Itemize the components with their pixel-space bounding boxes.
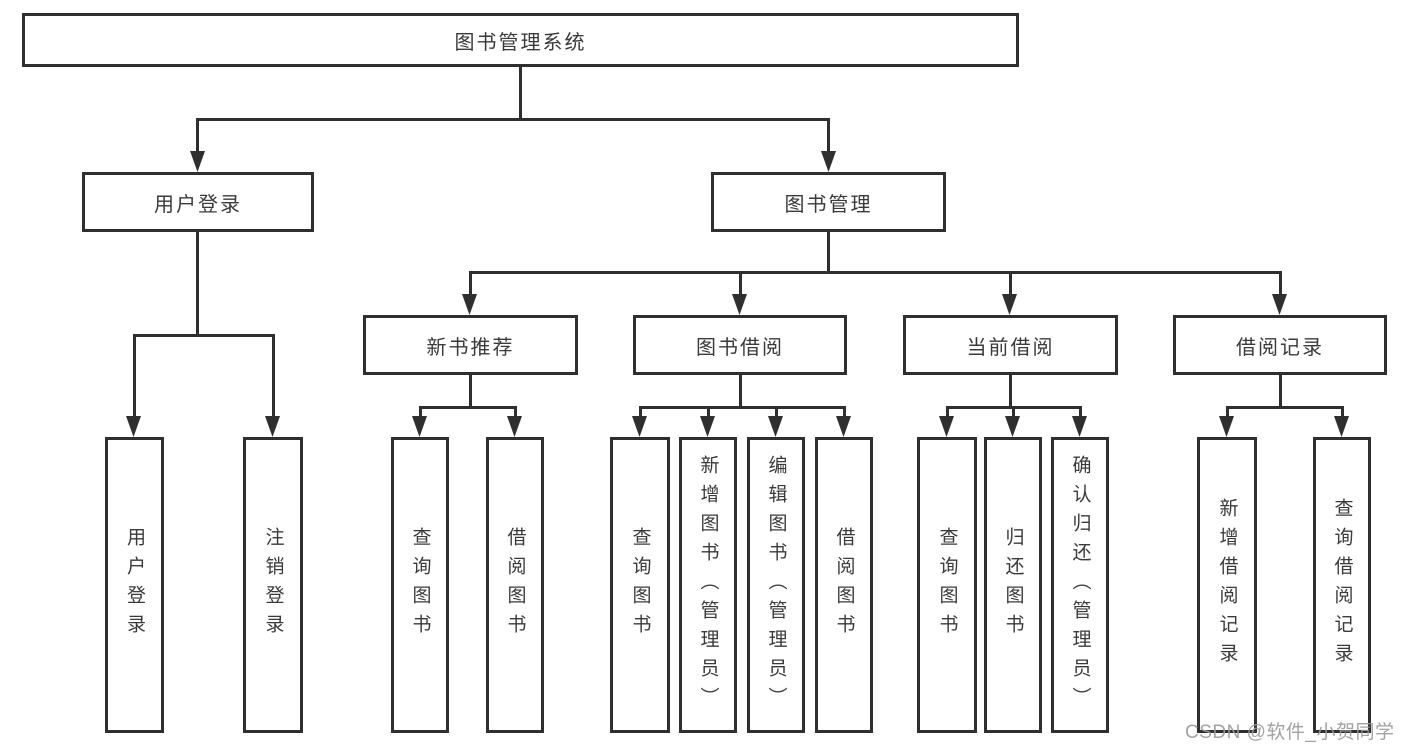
node-new-book-recommend: 新书推荐 bbox=[363, 315, 578, 375]
connector-borrow-records-stem bbox=[1279, 375, 1282, 408]
connector-current-borrow-stem bbox=[1009, 375, 1012, 408]
node-label: 图书借阅 bbox=[696, 336, 784, 359]
connector-drop-leaf-logout bbox=[272, 334, 275, 418]
watermark: CSDN @软件_小贺同学 bbox=[1185, 722, 1395, 743]
leaf-label: 借阅图书 bbox=[504, 527, 526, 643]
connector-book-management-rail bbox=[469, 271, 1282, 274]
arrow-down-icon bbox=[190, 151, 205, 172]
connector-drop-current-borrow bbox=[1009, 271, 1012, 297]
node-book-borrow: 图书借阅 bbox=[633, 315, 847, 375]
connector-new-book-stem bbox=[469, 375, 472, 408]
connector-book-borrow-stem bbox=[739, 375, 742, 408]
arrow-down-icon bbox=[939, 416, 954, 437]
leaf-label: 查询图书 bbox=[629, 527, 651, 643]
connector-drop bbox=[1079, 406, 1082, 418]
arrow-down-icon bbox=[412, 416, 427, 437]
connector-drop-book-management bbox=[827, 118, 830, 154]
arrow-down-icon bbox=[700, 416, 715, 437]
arrow-down-icon bbox=[265, 416, 280, 437]
leaf-label: 查询图书 bbox=[409, 527, 431, 643]
node-label: 新书推荐 bbox=[426, 336, 515, 359]
node-borrow-records: 借阅记录 bbox=[1173, 315, 1387, 375]
arrow-down-icon bbox=[768, 416, 783, 437]
connector-drop bbox=[775, 406, 778, 418]
arrow-down-icon bbox=[1219, 416, 1234, 437]
leaf-logout: 注销登录 bbox=[243, 437, 303, 733]
leaf-add-borrow-record: 新增借阅记录 bbox=[1197, 437, 1257, 733]
leaf-label: 归还图书 bbox=[1002, 527, 1024, 643]
leaf-label: 查询借阅记录 bbox=[1331, 498, 1353, 672]
connector-new-book-rail bbox=[419, 406, 516, 409]
node-label: 用户登录 bbox=[154, 193, 242, 216]
node-label: 图书管理系统 bbox=[454, 31, 587, 54]
node-current-borrow: 当前借阅 bbox=[903, 315, 1118, 375]
leaf-query-books-current: 查询图书 bbox=[917, 437, 977, 733]
connector-drop bbox=[1012, 406, 1015, 418]
connector-drop-borrow-records bbox=[1279, 271, 1282, 297]
arrow-down-icon bbox=[507, 416, 522, 437]
connector-drop bbox=[843, 406, 846, 418]
leaf-label: 编辑图书（管理员） bbox=[765, 454, 787, 716]
connector-drop bbox=[1341, 406, 1344, 418]
node-library-management-system: 图书管理系统 bbox=[22, 13, 1019, 67]
node-label: 图书管理 bbox=[784, 193, 873, 216]
leaf-return-books: 归还图书 bbox=[984, 437, 1042, 733]
arrow-down-icon bbox=[1005, 416, 1020, 437]
arrow-down-icon bbox=[1272, 294, 1287, 315]
arrow-down-icon bbox=[126, 416, 141, 437]
connector-drop bbox=[514, 406, 517, 418]
connector-book-borrow-rail bbox=[639, 406, 845, 409]
connector-root-rail bbox=[196, 118, 830, 121]
leaf-borrow-books-recommend: 借阅图书 bbox=[486, 437, 544, 733]
connector-user-login-rail bbox=[133, 334, 275, 337]
arrow-down-icon bbox=[1334, 416, 1349, 437]
leaf-label: 借阅图书 bbox=[833, 527, 855, 643]
leaf-borrow-books: 借阅图书 bbox=[815, 437, 873, 733]
connector-drop-new-book bbox=[469, 271, 472, 297]
leaf-confirm-return-admin: 确认归还（管理员） bbox=[1051, 437, 1109, 733]
arrow-down-icon bbox=[1002, 294, 1017, 315]
leaf-label: 确认归还（管理员） bbox=[1069, 454, 1091, 716]
leaf-label: 查询图书 bbox=[936, 527, 958, 643]
arrow-down-icon bbox=[821, 151, 836, 172]
node-book-management: 图书管理 bbox=[711, 172, 946, 232]
leaf-label: 注销登录 bbox=[262, 527, 284, 643]
arrow-down-icon bbox=[632, 416, 647, 437]
leaf-query-borrow-record: 查询借阅记录 bbox=[1313, 437, 1371, 733]
connector-root-stem bbox=[519, 67, 522, 121]
leaf-edit-books-admin: 编辑图书（管理员） bbox=[747, 437, 805, 733]
leaf-label: 用户登录 bbox=[124, 527, 145, 643]
connector-drop-leaf-user-login bbox=[133, 334, 136, 418]
leaf-query-books-recommend: 查询图书 bbox=[391, 437, 449, 733]
arrow-down-icon bbox=[836, 416, 851, 437]
leaf-user-login: 用户登录 bbox=[105, 437, 164, 733]
connector-drop bbox=[419, 406, 422, 418]
node-label: 借阅记录 bbox=[1236, 336, 1324, 359]
arrow-down-icon bbox=[732, 294, 747, 315]
connector-user-login-stem bbox=[196, 232, 199, 337]
arrow-down-icon bbox=[1072, 416, 1087, 437]
arrow-down-icon bbox=[462, 294, 477, 315]
connector-drop bbox=[946, 406, 949, 418]
leaf-label: 新增图书（管理员） bbox=[697, 454, 719, 716]
leaf-label: 新增借阅记录 bbox=[1216, 498, 1238, 672]
connector-drop bbox=[639, 406, 642, 418]
connector-drop bbox=[1226, 406, 1229, 418]
connector-borrow-records-rail bbox=[1226, 406, 1343, 409]
leaf-query-books-borrow: 查询图书 bbox=[610, 437, 670, 733]
leaf-add-books-admin: 新增图书（管理员） bbox=[679, 437, 737, 733]
node-label: 当前借阅 bbox=[966, 336, 1055, 359]
node-user-login: 用户登录 bbox=[82, 172, 314, 232]
connector-drop bbox=[707, 406, 710, 418]
connector-drop-book-borrow bbox=[739, 271, 742, 297]
connector-book-management-stem bbox=[827, 232, 830, 274]
connector-drop-user-login bbox=[196, 118, 199, 154]
